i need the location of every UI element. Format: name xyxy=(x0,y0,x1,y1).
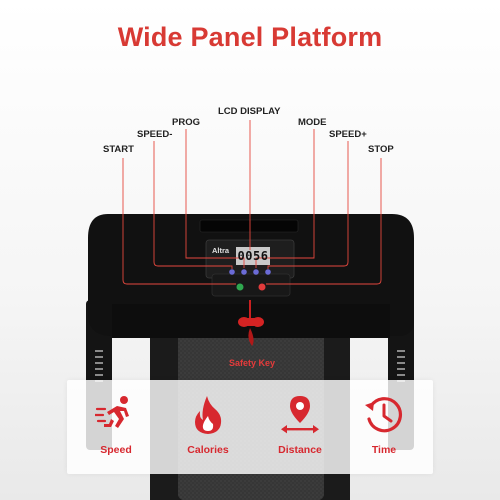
feature-panel: Speed Calories Distance xyxy=(67,380,433,474)
feature-calories-label: Calories xyxy=(187,444,229,456)
start-button[interactable] xyxy=(236,283,244,291)
callout-start: START xyxy=(103,144,134,155)
lcd-display xyxy=(236,247,270,265)
callout-stop: STOP xyxy=(368,144,394,155)
safety-key xyxy=(238,300,264,346)
location-pin-icon xyxy=(281,396,319,434)
feature-speed: Speed xyxy=(71,380,161,474)
callout-speed-plus: SPEED+ xyxy=(329,129,367,140)
feature-calories: Calories xyxy=(163,380,253,474)
running-person-icon xyxy=(95,396,129,428)
feature-distance-label: Distance xyxy=(278,444,322,456)
brand-logo: Altra xyxy=(212,246,230,255)
feature-speed-label: Speed xyxy=(100,444,132,456)
speed-minus-button[interactable] xyxy=(229,269,235,275)
feature-time: Time xyxy=(339,380,429,474)
feature-distance: Distance xyxy=(255,380,345,474)
callout-lines xyxy=(122,120,382,285)
clock-icon xyxy=(365,397,402,433)
speed-plus-button[interactable] xyxy=(265,269,271,275)
prog-button[interactable] xyxy=(241,269,247,275)
callout-lcd-display: LCD DISPLAY xyxy=(218,106,281,117)
feature-time-label: Time xyxy=(371,444,397,456)
stop-button[interactable] xyxy=(258,283,266,291)
mode-button[interactable] xyxy=(253,269,259,275)
lcd-readout: 0056 xyxy=(237,249,269,263)
page-title: Wide Panel Platform xyxy=(117,22,383,52)
flame-icon xyxy=(195,396,222,434)
safety-key-label: Safety Key xyxy=(228,358,276,368)
callout-speed-minus: SPEED- xyxy=(137,129,173,140)
callout-prog: PROG xyxy=(172,117,200,128)
callout-mode: MODE xyxy=(298,117,327,128)
